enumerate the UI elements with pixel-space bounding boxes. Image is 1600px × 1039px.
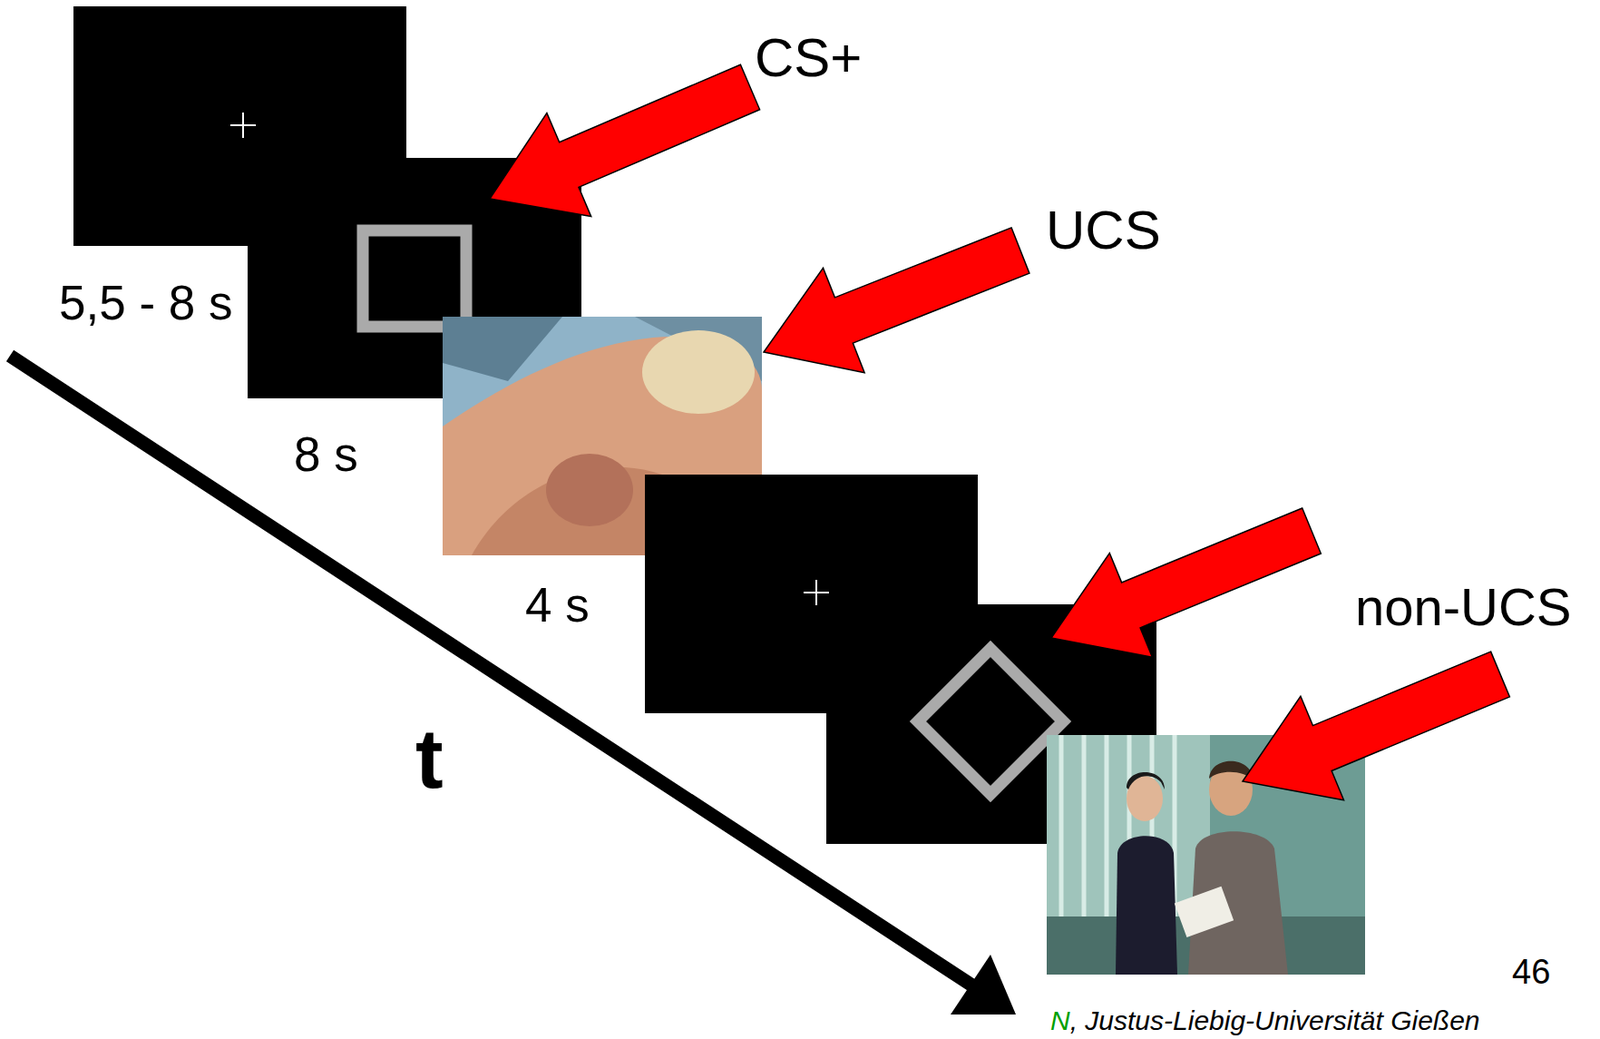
stimulus-label: UCS — [1045, 203, 1161, 258]
fixation-cross — [230, 112, 256, 138]
cs-plus-square — [362, 230, 467, 327]
callout-arrow — [1051, 507, 1321, 657]
axis-label: t — [415, 716, 444, 800]
slide-number: 46 — [1512, 954, 1551, 989]
callout-arrow — [1242, 651, 1510, 800]
fixation-cross — [803, 579, 830, 605]
callout-arrow — [763, 227, 1030, 373]
footer-text: N — [1050, 1006, 1071, 1035]
cs-minus-diamond — [917, 648, 1064, 794]
duration-label: 5,5 - 8 s — [58, 278, 233, 327]
stimulus-label: non-UCS — [1355, 580, 1572, 634]
callout-arrow — [489, 64, 761, 216]
footer-text: , Justus-Liebig-Universität Gießen — [1070, 1006, 1481, 1035]
stimulus-label: CS+ — [754, 30, 862, 86]
duration-label: 4 s — [525, 580, 590, 629]
duration-label: 8 s — [293, 429, 359, 479]
time-axis-head — [950, 954, 1016, 1015]
